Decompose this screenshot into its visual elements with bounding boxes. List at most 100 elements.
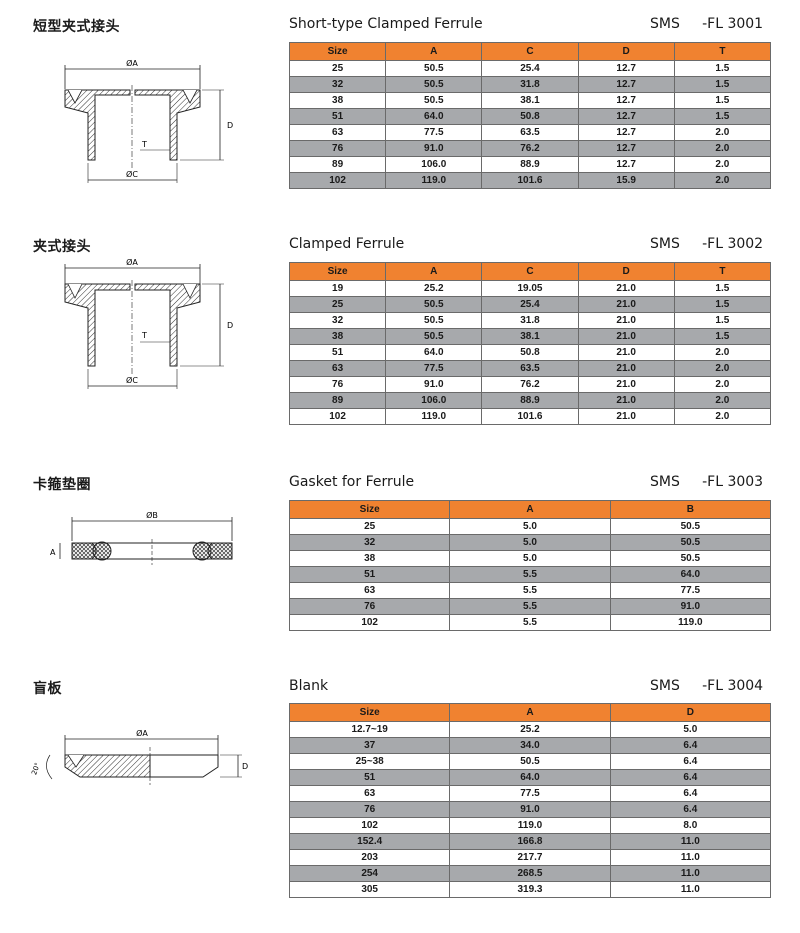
cell: 76.2 — [481, 140, 579, 157]
cell: 6.4 — [609, 801, 772, 818]
header-cell: D — [577, 262, 675, 281]
cell: 91.0 — [449, 801, 611, 818]
cell: 64.0 — [609, 566, 772, 583]
cell: 119.0 — [385, 408, 483, 425]
cell: 2.0 — [673, 172, 772, 189]
product-code: SMS -FL 3001 — [650, 16, 764, 32]
cell: 21.0 — [577, 328, 675, 345]
cell: 50.5 — [385, 60, 483, 77]
cell: 21.0 — [577, 408, 675, 425]
header-cell: C — [481, 262, 579, 281]
en-title: Short-type Clamped Ferrule — [289, 16, 483, 32]
cell: 21.0 — [577, 296, 675, 313]
cell: 38 — [288, 92, 387, 109]
cell: 76 — [288, 140, 387, 157]
cell: 88.9 — [481, 156, 579, 173]
cell: 12.7 — [577, 76, 675, 93]
cell: 11.0 — [609, 833, 772, 850]
cell: 38 — [288, 328, 387, 345]
product-code: SMS -FL 3003 — [650, 474, 764, 490]
cell: 2.0 — [673, 376, 772, 393]
product-code: SMS -FL 3004 — [650, 678, 764, 694]
cell: 91.0 — [385, 140, 483, 157]
cell: 19 — [288, 280, 387, 297]
cell: 50.5 — [609, 550, 772, 567]
cell: 2.0 — [673, 124, 772, 141]
label-t: T — [141, 140, 147, 149]
cell: 89 — [288, 156, 387, 173]
cell: 102 — [288, 614, 451, 631]
cell: 21.0 — [577, 280, 675, 297]
header-cell: T — [673, 262, 772, 281]
cell: 76 — [288, 801, 451, 818]
cell: 31.8 — [481, 312, 579, 329]
cell: 51 — [288, 108, 387, 125]
cell: 1.5 — [673, 312, 772, 329]
header-cell: B — [609, 500, 772, 519]
cell: 50.5 — [609, 534, 772, 551]
cell: 64.0 — [385, 344, 483, 361]
header-cell: Size — [288, 703, 451, 722]
cell: 25 — [288, 518, 451, 535]
product-code: SMS -FL 3002 — [650, 236, 764, 252]
header-cell: T — [673, 42, 772, 61]
cell: 91.0 — [385, 376, 483, 393]
cell: 77.5 — [449, 785, 611, 802]
cell: 268.5 — [449, 865, 611, 882]
cell: 1.5 — [673, 108, 772, 125]
cell: 217.7 — [449, 849, 611, 866]
cn-title: 卡箍垫圈 — [33, 477, 91, 493]
label-d: D — [227, 321, 233, 330]
table-header-row: Size A B — [288, 500, 772, 519]
cell: 50.5 — [385, 296, 483, 313]
cn-title: 盲板 — [33, 681, 62, 697]
cell: 12.7 — [577, 60, 675, 77]
cell: 2.0 — [673, 344, 772, 361]
cell: 6.4 — [609, 785, 772, 802]
cell: 8.0 — [609, 817, 772, 834]
label-a: A — [50, 548, 56, 557]
gasket-diagram: ØB A — [50, 510, 233, 565]
cell: 32 — [288, 312, 387, 329]
cell: 5.0 — [449, 534, 611, 551]
cell: 319.3 — [449, 881, 611, 898]
cell: 77.5 — [385, 360, 483, 377]
cell: 12.7 — [577, 140, 675, 157]
cell: 102 — [288, 172, 387, 189]
cell: 21.0 — [577, 344, 675, 361]
en-title: Clamped Ferrule — [289, 236, 405, 252]
blank-diagram: ØA D 20° — [30, 728, 248, 785]
label-d: D — [227, 121, 233, 130]
cell: 119.0 — [449, 817, 611, 834]
cell: 5.5 — [449, 614, 611, 631]
cell: 203 — [288, 849, 451, 866]
en-title: Blank — [289, 678, 329, 694]
cell: 1.5 — [673, 76, 772, 93]
cell: 63 — [288, 785, 451, 802]
header-cell: D — [609, 703, 772, 722]
cell: 64.0 — [449, 769, 611, 786]
cell: 51 — [288, 344, 387, 361]
header-cell: A — [385, 262, 483, 281]
cell: 102 — [288, 817, 451, 834]
cell: 25.4 — [481, 60, 579, 77]
cell: 77.5 — [609, 582, 772, 599]
cell: 12.7 — [577, 92, 675, 109]
